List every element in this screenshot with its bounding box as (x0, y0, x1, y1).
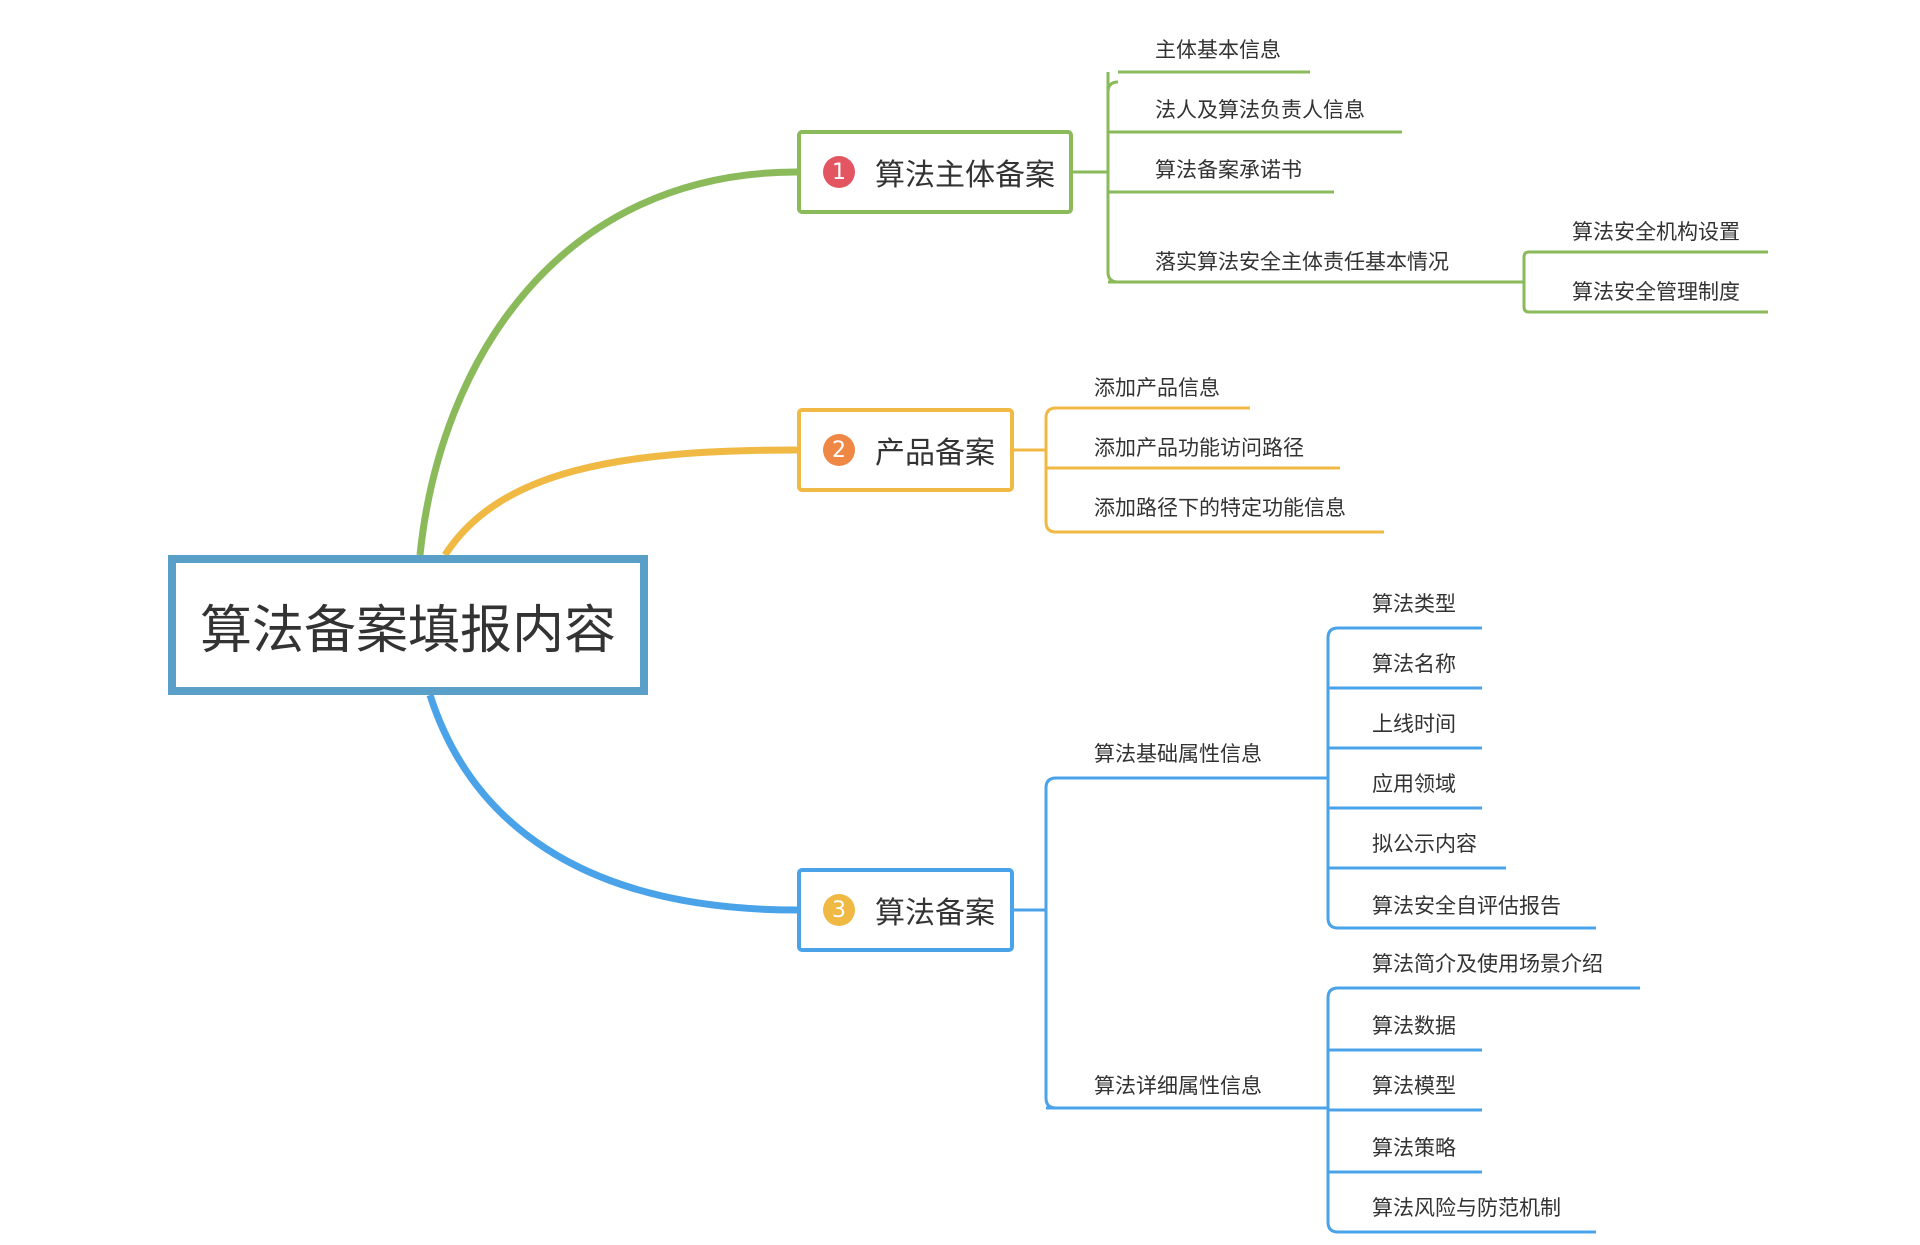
subtopic-node[interactable]: 算法安全管理制度 (1572, 280, 1740, 304)
subtopic-label: 算法数据 (1372, 1014, 1456, 1038)
subtopic-node[interactable]: 算法安全机构设置 (1572, 220, 1740, 244)
subtopic-label: 算法风险与防范机制 (1372, 1196, 1561, 1220)
topic-node[interactable]: 落实算法安全主体责任基本情况 (1155, 250, 1449, 274)
number-badge-icon: 1 (823, 156, 855, 188)
topic-node[interactable]: 算法基础属性信息 (1094, 742, 1262, 766)
subtopic-node[interactable]: 算法策略 (1372, 1136, 1456, 1160)
branch-label: 产品备案 (875, 436, 995, 471)
subtopic-node[interactable]: 算法模型 (1372, 1074, 1456, 1098)
link-root-branch-1 (416, 168, 798, 556)
subtopic-label: 算法模型 (1372, 1074, 1456, 1098)
topic-label: 算法详细属性信息 (1094, 1074, 1262, 1098)
subtopic-label: 算法策略 (1372, 1136, 1456, 1160)
branch-3-links (1014, 626, 1640, 1234)
subtopic-node[interactable]: 算法安全自评估报告 (1372, 894, 1561, 918)
topic-label: 添加产品功能访问路径 (1094, 436, 1304, 460)
subtopic-label: 算法类型 (1372, 592, 1456, 616)
subtopic-node[interactable]: 算法类型 (1372, 592, 1456, 616)
branch-label: 算法备案 (875, 896, 995, 931)
subtopic-label: 算法简介及使用场景介绍 (1372, 952, 1603, 976)
subtopic-label: 算法安全自评估报告 (1372, 894, 1561, 918)
number-badge-icon: 2 (823, 434, 855, 466)
branch-node-3[interactable]: 3 算法备案 (797, 868, 1014, 952)
subtopic-node[interactable]: 拟公示内容 (1372, 832, 1477, 856)
link-root-branch-2 (442, 446, 798, 557)
subtopic-node[interactable]: 上线时间 (1372, 712, 1456, 736)
branch-node-1[interactable]: 1 算法主体备案 (797, 130, 1073, 214)
topic-node[interactable]: 算法备案承诺书 (1155, 158, 1302, 182)
branch-node-2[interactable]: 2 产品备案 (797, 408, 1014, 492)
subtopic-node[interactable]: 算法风险与防范机制 (1372, 1196, 1561, 1220)
topic-label: 算法基础属性信息 (1094, 742, 1262, 766)
subtopic-node[interactable]: 应用领域 (1372, 772, 1456, 796)
topic-label: 法人及算法负责人信息 (1155, 98, 1365, 122)
subtopic-label: 应用领域 (1372, 772, 1456, 796)
topic-label: 算法备案承诺书 (1155, 158, 1302, 182)
subtopic-node[interactable]: 算法简介及使用场景介绍 (1372, 952, 1603, 976)
topic-node[interactable]: 法人及算法负责人信息 (1155, 98, 1365, 122)
subtopic-node[interactable]: 算法名称 (1372, 652, 1456, 676)
link-root-branch-3 (426, 693, 798, 914)
topic-node[interactable]: 算法详细属性信息 (1094, 1074, 1262, 1098)
subtopic-label: 算法安全管理制度 (1572, 280, 1740, 304)
topic-node[interactable]: 主体基本信息 (1155, 38, 1281, 62)
branch-1-links (1073, 70, 1768, 314)
subtopic-label: 拟公示内容 (1372, 832, 1477, 856)
number-badge-icon: 3 (823, 894, 855, 926)
topic-label: 添加产品信息 (1094, 376, 1220, 400)
topic-node[interactable]: 添加产品信息 (1094, 376, 1220, 400)
subtopic-node[interactable]: 算法数据 (1372, 1014, 1456, 1038)
branch-2-links (1014, 406, 1384, 534)
root-node[interactable]: 算法备案填报内容 (168, 555, 648, 695)
topic-node[interactable]: 添加路径下的特定功能信息 (1094, 496, 1346, 520)
subtopic-label: 上线时间 (1372, 712, 1456, 736)
branch-label: 算法主体备案 (875, 158, 1055, 193)
subtopic-label: 算法安全机构设置 (1572, 220, 1740, 244)
topic-label: 落实算法安全主体责任基本情况 (1155, 250, 1449, 274)
subtopic-label: 算法名称 (1372, 652, 1456, 676)
topic-label: 添加路径下的特定功能信息 (1094, 496, 1346, 520)
root-label: 算法备案填报内容 (199, 600, 616, 661)
topic-label: 主体基本信息 (1155, 38, 1281, 62)
topic-node[interactable]: 添加产品功能访问路径 (1094, 436, 1304, 460)
